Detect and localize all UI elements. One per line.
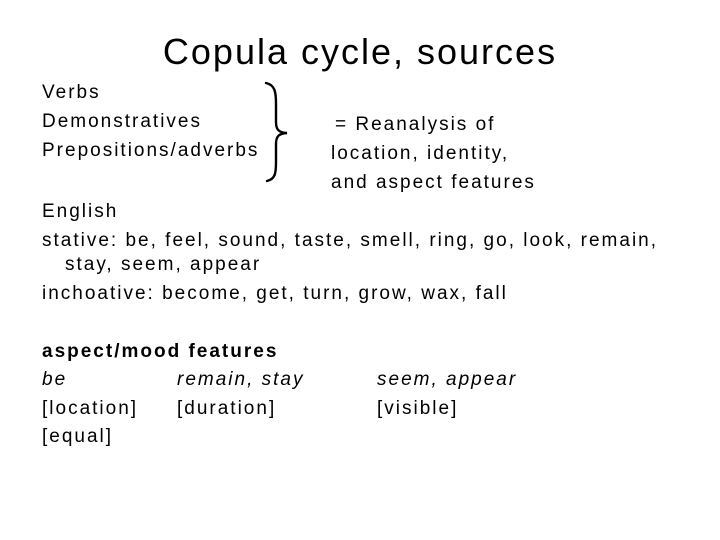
stative-line: stative: be, feel, sound, taste, smell, …	[42, 230, 659, 251]
right-curly-brace-icon	[264, 81, 288, 183]
slide-title: Copula cycle, sources	[162, 31, 558, 72]
source-item-prepositions-adverbs: Prepositions/adverbs	[42, 140, 260, 161]
source-item-demonstratives: Demonstratives	[42, 111, 202, 132]
inchoative-line: inchoative: become, get, turn, grow, wax…	[42, 283, 508, 304]
english-heading: English	[42, 201, 119, 222]
reanalysis-line-3: and aspect features	[331, 172, 536, 193]
reanalysis-line-1: = Reanalysis of	[335, 114, 496, 135]
feature-equal: [equal]	[42, 426, 114, 447]
feature-location: [location]	[42, 398, 139, 419]
source-item-verbs: Verbs	[42, 82, 101, 103]
aspect-mood-heading: aspect/mood features	[42, 341, 279, 362]
verb-remain-stay: remain, stay	[177, 369, 305, 390]
feature-visible: [visible]	[377, 398, 459, 419]
verb-seem-appear: seem, appear	[377, 369, 518, 390]
reanalysis-line-2: location, identity,	[331, 143, 510, 164]
verb-be: be	[42, 369, 68, 390]
stative-wrap-line: stay, seem, appear	[65, 254, 262, 275]
feature-duration: [duration]	[177, 398, 277, 419]
